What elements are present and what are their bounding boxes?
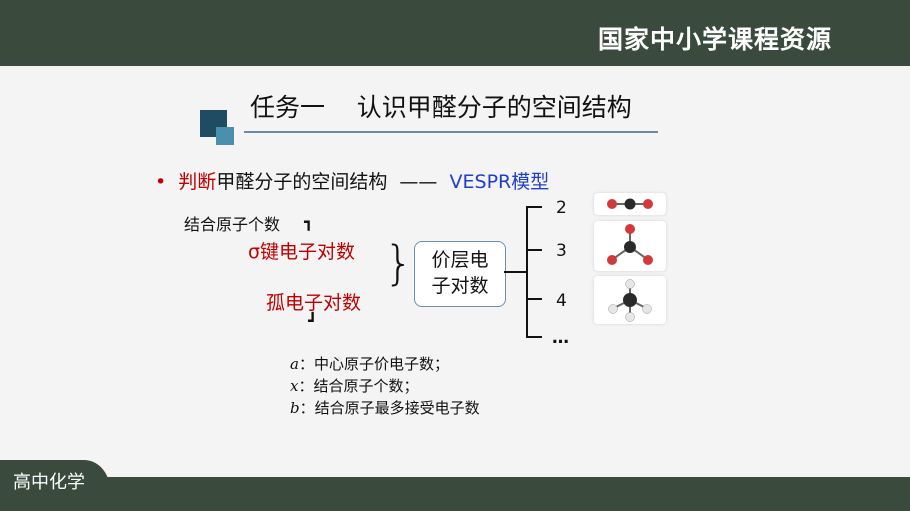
title-decor-square-light [216, 127, 234, 145]
slide-title: 任务一 认识甲醛分子的空间结构 [250, 93, 632, 122]
count-4: 4 [556, 291, 567, 311]
valence-pairs-label: 价层电 子对数 [431, 249, 489, 297]
tetrahedral-molecule-image [594, 276, 666, 324]
bullet-model: VESPR模型 [449, 171, 550, 193]
branch-tick-3 [526, 249, 542, 251]
bullet-point: • 判断甲醛分子的空间结构 —— VESPR模型 [155, 167, 549, 194]
bullet-dash: —— [387, 171, 450, 193]
bullet-subject: 甲醛分子的空间结构 [216, 171, 388, 193]
count-2: 2 [556, 198, 567, 218]
tetrahedral-molecule-icon [608, 279, 652, 322]
bullet-keyword: 判断 [178, 171, 217, 193]
arrow-up-icon: ┛ [308, 312, 318, 330]
bonded-atoms-label: 结合原子个数 [184, 215, 281, 234]
bullet-dot-icon: • [155, 171, 179, 193]
header-bar [0, 0, 910, 66]
linear-molecule-icon [607, 198, 653, 210]
variable-a-line: a：中心原子价电子数； [290, 355, 449, 373]
right-brace-icon: } [384, 236, 414, 290]
variable-x-line: x：结合原子个数； [290, 377, 419, 395]
trigonal-planar-molecule-image [594, 221, 666, 271]
brand-logo-text: 国家中小学课程资源 [597, 25, 832, 54]
branch-connector [504, 271, 526, 273]
branch-vertical-line [526, 206, 528, 338]
linear-molecule-image [594, 193, 666, 215]
variable-b-line: b：结合原子最多接受电子数 [290, 399, 480, 417]
arrow-down-icon: ┓ [304, 213, 314, 231]
subject-label: 高中化学 [13, 472, 85, 493]
branch-tick-2 [526, 206, 542, 208]
count-3: 3 [556, 241, 567, 261]
footer-tab [0, 460, 110, 511]
lone-pairs-label: 孤电子对数 [266, 292, 362, 314]
trigonal-planar-molecule-icon [607, 224, 653, 265]
footer-bar [0, 477, 910, 511]
valence-pairs-box [414, 241, 506, 307]
count-more: … [552, 328, 569, 348]
branch-tick-more [526, 336, 542, 338]
title-underline [244, 131, 658, 133]
sigma-pairs-label: σ键电子对数 [248, 241, 356, 263]
branch-tick-4 [526, 298, 542, 300]
